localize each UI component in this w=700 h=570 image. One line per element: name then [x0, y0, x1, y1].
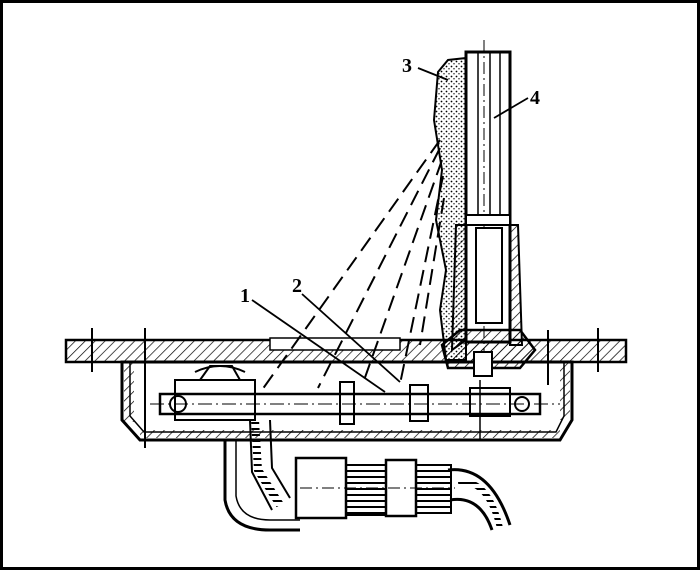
vertical-column [432, 40, 537, 377]
callout-2: 2 [292, 275, 302, 297]
callout-3: 3 [402, 55, 412, 77]
mounting-plate [64, 337, 628, 364]
shaft-assembly [150, 365, 560, 440]
flange-bolts [84, 328, 606, 448]
leader-lines [251, 67, 529, 393]
cable-connector [223, 419, 512, 532]
callout-1: 1 [240, 285, 250, 307]
lower-housing [120, 360, 574, 442]
dashed-projection-lines [261, 139, 445, 391]
callout-4: 4 [530, 87, 540, 109]
